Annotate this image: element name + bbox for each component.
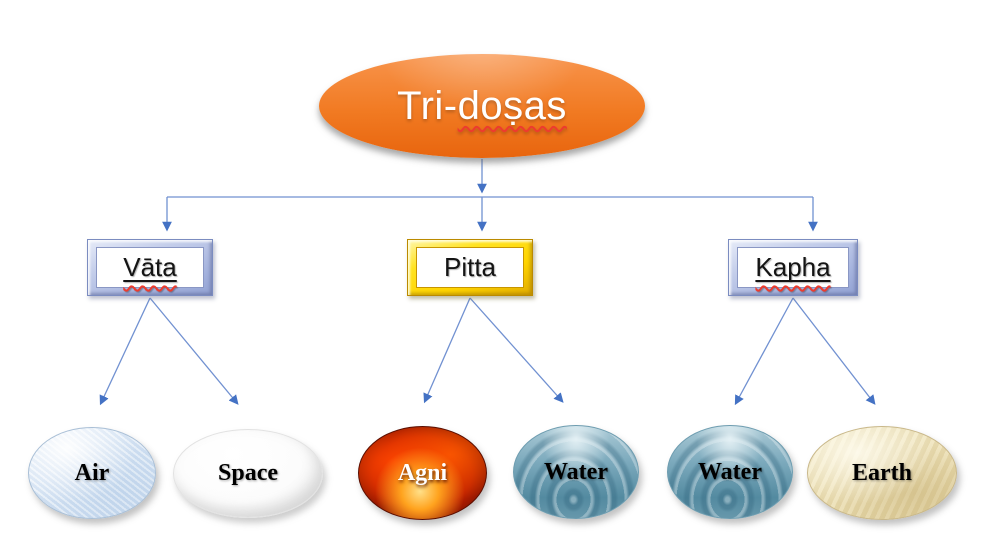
connector-pitta-agni (423, 297, 471, 404)
leaf-label-water-pitta: Water (544, 458, 608, 485)
leaf-node-water-kapha: Water (667, 425, 793, 519)
leaf-label-water-kapha: Water (698, 458, 762, 485)
root-node-tridoshas: Tri-doṣas (319, 54, 645, 158)
branch-box-kapha: Kapha (728, 239, 858, 296)
branch-box-vata-inner: Vāta (96, 247, 204, 288)
branch-box-vata: Vāta (87, 239, 213, 296)
branch-label-vata: Vāta (123, 252, 177, 283)
leaf-node-water-pitta: Water (513, 425, 639, 519)
branch-label-pitta: Pitta (443, 252, 497, 282)
leaf-node-air: Air (28, 427, 156, 519)
branch-label-kapha-text: Kapha (755, 252, 831, 282)
leaf-node-agni: Agni (358, 426, 487, 520)
connector-pitta-water (469, 297, 564, 403)
branch-label-kapha: Kapha (755, 252, 830, 283)
branch-box-pitta: Pitta (407, 239, 533, 296)
branch-box-pitta-inner: Pitta (416, 247, 524, 288)
connector-vata-space (149, 297, 239, 405)
leaf-label-air: Air (74, 459, 110, 486)
connector-kapha-water (734, 297, 794, 406)
connector-kapha-earth (792, 297, 876, 405)
connector-vata-air (99, 297, 151, 406)
leaf-node-earth: Earth (807, 426, 957, 520)
branch-label-vata-text: Vāta (123, 252, 177, 282)
leaf-label-earth: Earth (852, 459, 912, 486)
root-label-misspelled-part: doṣas (457, 83, 567, 128)
leaf-label-space: Space (218, 460, 278, 486)
leaf-node-space: Space (173, 429, 323, 518)
root-label: Tri-doṣas (397, 84, 567, 129)
root-label-prefix: Tri- (397, 83, 458, 128)
leaf-label-agni: Agni (397, 459, 448, 486)
branch-box-kapha-inner: Kapha (737, 247, 849, 288)
